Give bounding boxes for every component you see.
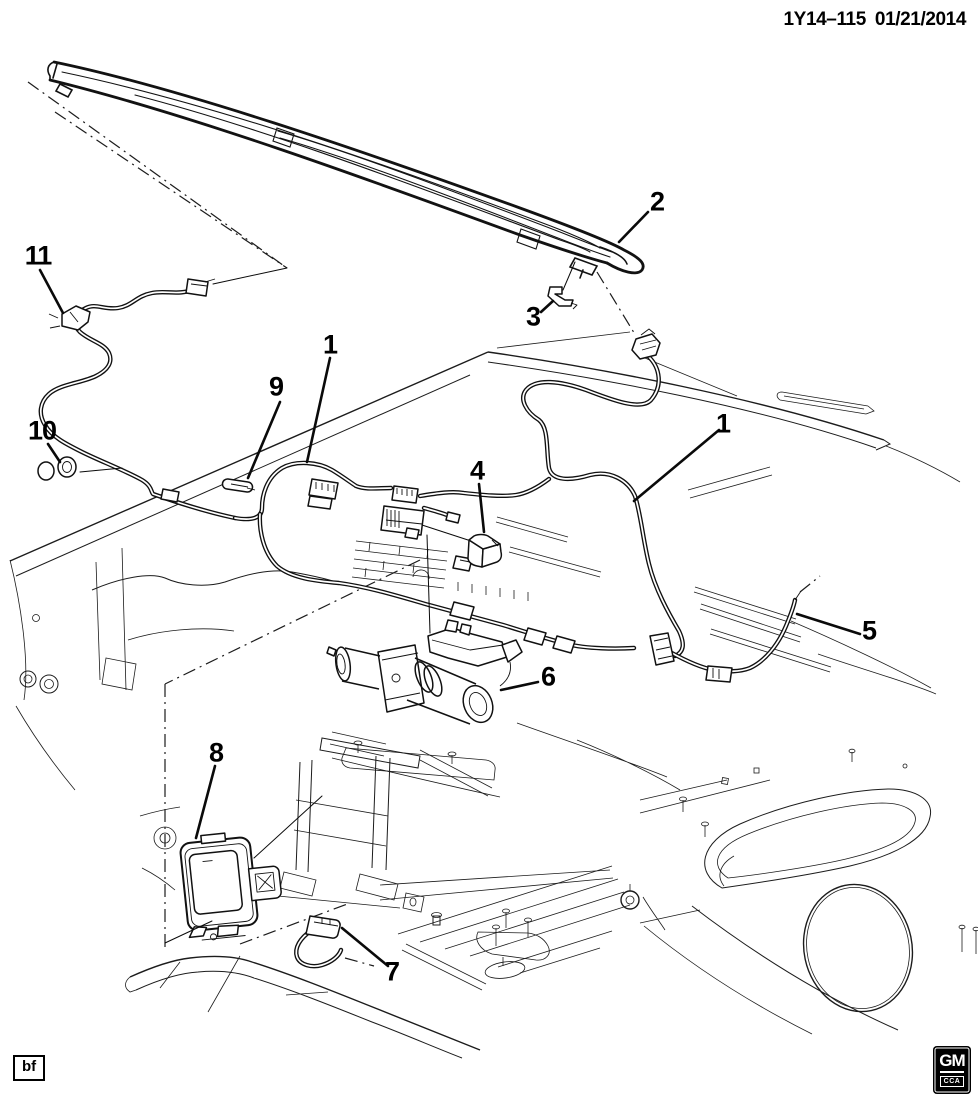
connector-7: [305, 915, 341, 939]
body-structure-lines: [9, 331, 978, 1059]
control-module-8: [179, 832, 282, 941]
callout-8: 8: [208, 737, 224, 768]
callout-1a: 1: [322, 329, 338, 360]
callout-5: 5: [861, 615, 877, 646]
drawing-date: 01/21/2014: [874, 9, 966, 30]
callout-4: 4: [469, 455, 485, 486]
actuator-motor-6: [326, 619, 523, 725]
callout-leader-lines: [38, 210, 862, 968]
projection-lines: [27, 81, 821, 967]
sheet-code: bf: [22, 1058, 37, 1075]
grommet-10a: [37, 461, 55, 481]
gm-logo-text: GM: [939, 1051, 965, 1070]
harness-center-loop: [235, 463, 634, 649]
gm-logo-subtext: CCA: [939, 1076, 965, 1087]
clip-11: [61, 305, 91, 331]
harness-right-run: [523, 357, 683, 656]
grommet-10b: [57, 456, 77, 478]
drawing-number: 1Y14–115: [783, 9, 867, 30]
gm-logo: GM CCA: [933, 1046, 971, 1094]
callout-7: 7: [384, 956, 400, 987]
drawing-header: 1Y14–115 01/21/2014: [784, 9, 967, 31]
relay-4: [467, 533, 503, 568]
clip-3: [547, 286, 578, 310]
callout-11: 11: [24, 240, 53, 271]
spoiler-blade: [47, 60, 645, 279]
callout-10: 10: [27, 415, 57, 446]
callout-9: 9: [268, 371, 284, 402]
callout-1b: 1: [715, 408, 731, 439]
sheet-code-box: bf: [13, 1055, 46, 1081]
callout-3: 3: [525, 301, 541, 332]
gm-logo-underline: [940, 1070, 964, 1073]
callout-2: 2: [649, 186, 665, 217]
harness-connectors-and-clips: [37, 278, 802, 939]
callout-6: 6: [540, 661, 556, 692]
